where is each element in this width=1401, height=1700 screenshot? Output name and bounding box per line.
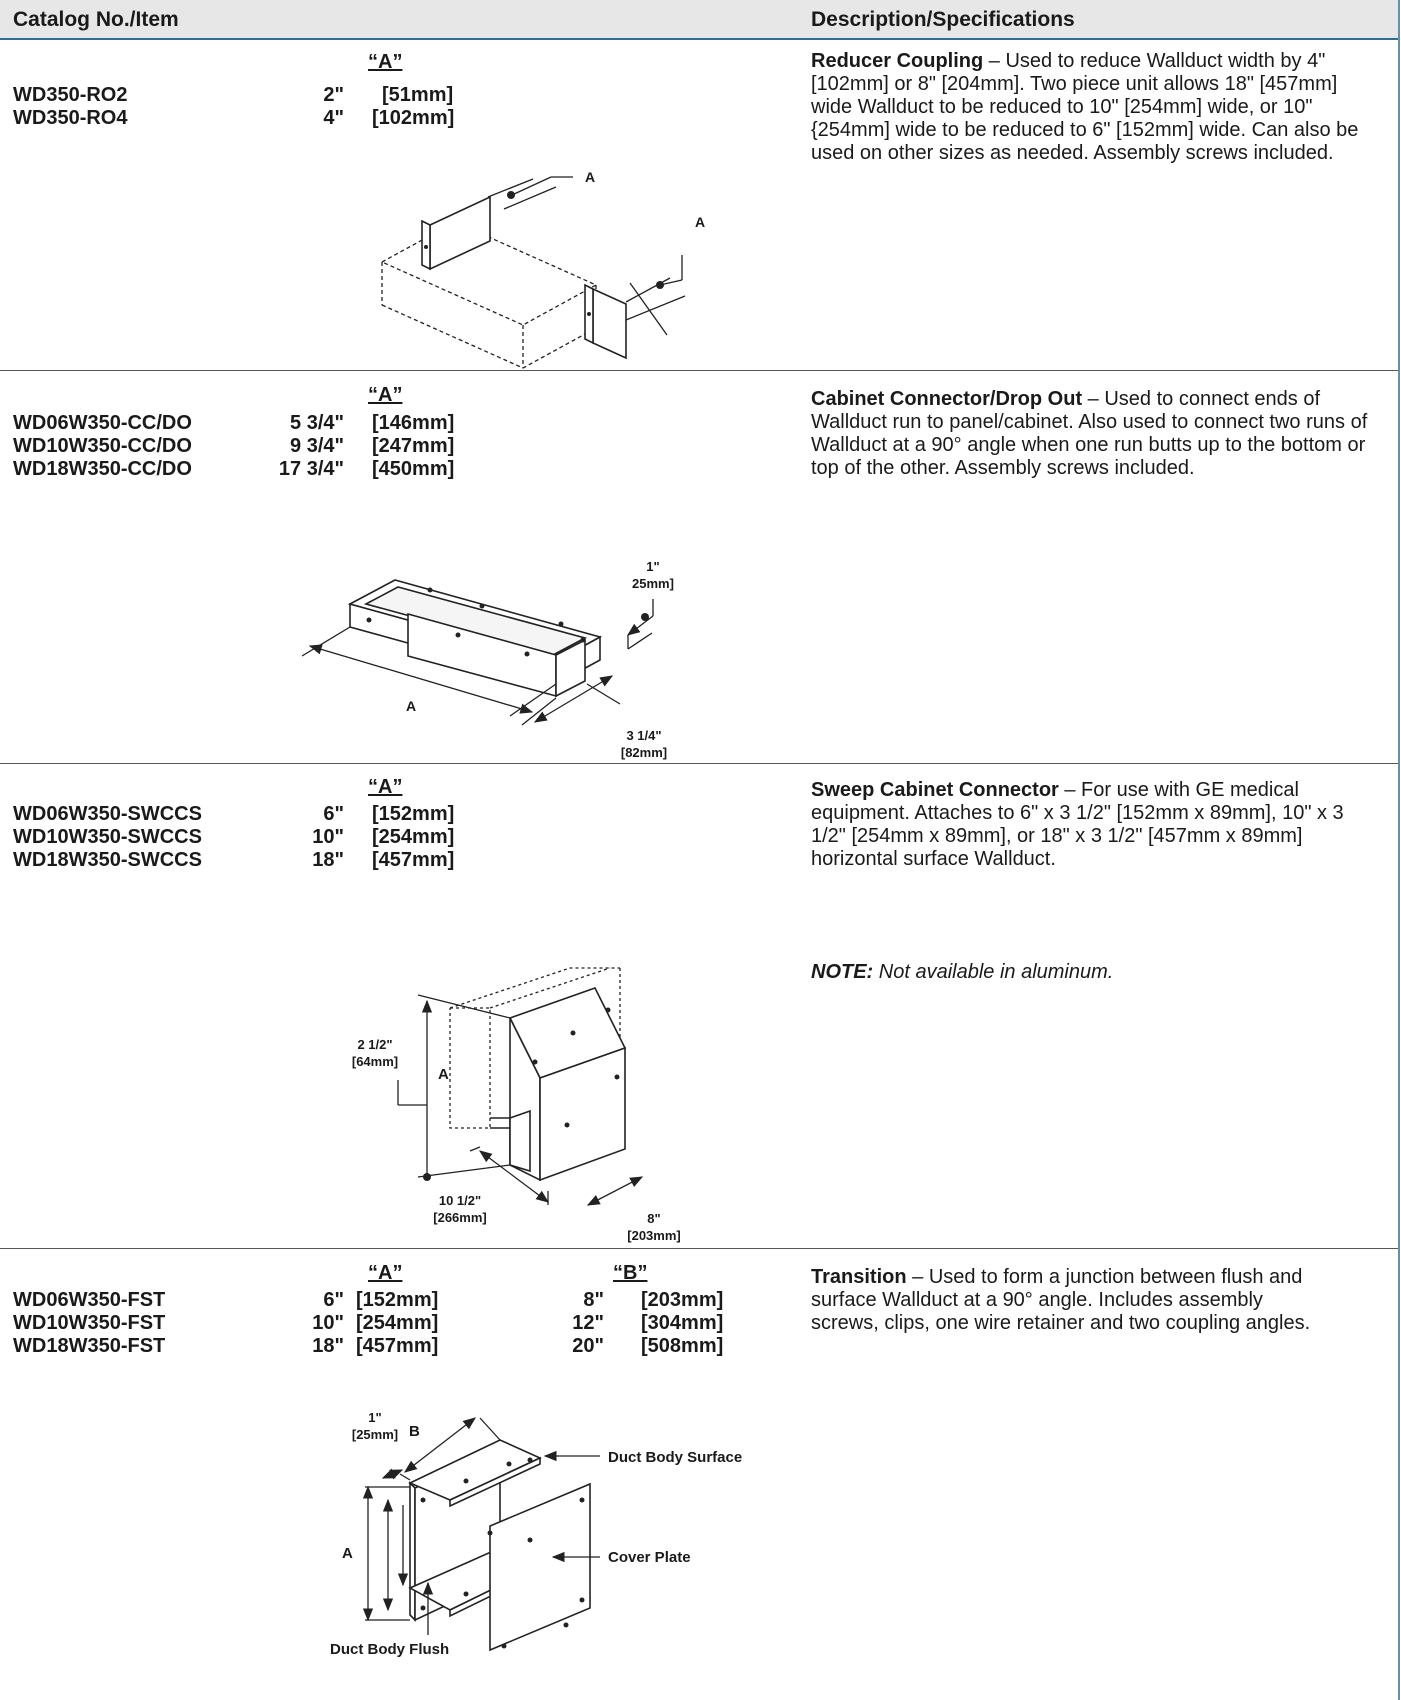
item-description: Transition – Used to form a junction bet… (811, 1266, 1331, 1335)
dim-1-inches: 2 1/2" (357, 1037, 392, 1052)
dim-b-inches: 8" (583, 1289, 604, 1311)
dim-a-inches: 9 3/4" (290, 435, 344, 457)
dim-a-inches: 5 3/4" (290, 412, 344, 434)
dim-3-mm: [203mm] (627, 1228, 680, 1243)
dim-1-inches: 1" (368, 1410, 381, 1425)
dim-a-inches: 10" (312, 826, 344, 848)
item-description-text: – Used to reduce Wallduct width by 4" [1… (811, 50, 1359, 164)
dim-a-mm: [146mm] (372, 412, 455, 434)
catalog-column-header: Catalog No./Item (13, 8, 179, 31)
catalog-code: WD350-RO4 (13, 107, 128, 129)
item-description: Reducer Coupling – Used to reduce Walldu… (811, 50, 1376, 165)
section-sweep-cabinet-connector: “A” WD06W350-SWCCS 6" [152mm] WD10W350-S… (0, 765, 1398, 1249)
dim-a-inches: 18" (312, 849, 344, 871)
item-description-text: – Used to form a junction between flush … (811, 1266, 1311, 1334)
dim-b-mm: [304mm] (641, 1312, 724, 1334)
dim-a-mm: [254mm] (372, 826, 455, 848)
column-b-header: “B” (613, 1262, 648, 1284)
catalog-code: WD18W350-CC/DO (13, 458, 192, 480)
sweep-cabinet-connector-diagram: 2 1/2" [64mm] A 10 1/2" [266mm] 8" [203m… (352, 967, 681, 1243)
duct-body-flush-label: Duct Body Flush (330, 1641, 449, 1658)
page-right-border (1398, 0, 1400, 1700)
description-column-header: Description/Specifications (811, 8, 1075, 31)
catalog-code: WD18W350-SWCCS (13, 849, 202, 871)
column-a-header: “A” (368, 51, 403, 73)
note-text: Not available in aluminum. (873, 961, 1114, 983)
dim-a-mm: [152mm] (372, 803, 455, 825)
dim-a-mm: [247mm] (372, 435, 455, 457)
dim-label-b: B (409, 1423, 420, 1440)
cabinet-connector-diagram: A 1" 25mm] 3 1/4" [82mm] (301, 559, 674, 760)
note: NOTE: Not available in aluminum. (811, 961, 1113, 984)
catalog-code: WD18W350-FST (13, 1335, 166, 1357)
catalog-code: WD10W350-CC/DO (13, 435, 192, 457)
column-a-header: “A” (368, 1262, 403, 1284)
dim-a-mm: [51mm] (382, 84, 454, 106)
dim-label-a: A (438, 1066, 449, 1083)
dim-1-inches: 1" (646, 559, 659, 574)
item-description: Sweep Cabinet Connector – For use with G… (811, 779, 1351, 871)
dim-b-mm: [203mm] (641, 1289, 724, 1311)
section-cabinet-connector: “A” WD06W350-CC/DO 5 3/4" [146mm] WD10W3… (0, 371, 1398, 764)
dim-label-a: A (406, 698, 416, 714)
dim-a-mm: [254mm] (356, 1312, 439, 1334)
item-description-text: – For use with GE medical equipment. Att… (811, 779, 1344, 870)
table-header: Catalog No./Item Description/Specificati… (0, 0, 1398, 40)
dim-a-inches: 2" (323, 84, 344, 106)
dim-a-inches: 10" (312, 1312, 344, 1334)
dim-3-inches: 8" (647, 1211, 660, 1226)
dim-2-inches: 10 1/2" (439, 1193, 481, 1208)
section-reducer-coupling: “A” WD350-RO2 2" [51mm] WD350-RO4 4" [10… (0, 40, 1398, 371)
duct-body-surface-label: Duct Body Surface (608, 1449, 742, 1466)
dim-1-mm: [25mm] (352, 1427, 398, 1442)
catalog-code: WD06W350-SWCCS (13, 803, 202, 825)
catalog-code: WD350-RO2 (13, 84, 128, 106)
dim-a-mm: [450mm] (372, 458, 455, 480)
item-title: Cabinet Connector/Drop Out (811, 388, 1083, 410)
section-transition: “A” “B” WD06W350-FST 6" [152mm] 8" [203m… (0, 1250, 1398, 1698)
dim-1-mm: [64mm] (352, 1054, 398, 1069)
dim-a-inches: 17 3/4" (278, 458, 344, 480)
transition-diagram: 1" [25mm] B A Duct Body Surface Cover Pl… (330, 1410, 742, 1658)
dim-a-inches: 6" (323, 1289, 344, 1311)
item-title: Transition (811, 1266, 907, 1288)
dim-b-mm: [508mm] (641, 1335, 724, 1357)
dim-a-inches: 4" (323, 107, 344, 129)
column-a-header: “A” (368, 776, 403, 798)
dim-2-mm: [266mm] (433, 1210, 486, 1225)
item-title: Reducer Coupling (811, 50, 984, 72)
dim-2-inches: 3 1/4" (626, 728, 661, 743)
item-title: Sweep Cabinet Connector (811, 779, 1059, 801)
dim-label-a: A (585, 169, 595, 185)
item-description-text: – Used to connect ends of Wallduct run t… (811, 388, 1368, 479)
dim-1-mm: 25mm] (632, 576, 674, 591)
dim-label-a: A (342, 1545, 353, 1562)
column-a-header: “A” (368, 384, 403, 406)
dim-a-mm: [152mm] (356, 1289, 439, 1311)
dim-label-a: A (695, 214, 705, 230)
dim-b-inches: 20" (572, 1335, 604, 1357)
catalog-code: WD06W350-CC/DO (13, 412, 192, 434)
catalog-code: WD06W350-FST (13, 1289, 166, 1311)
dim-2-mm: [82mm] (621, 745, 667, 760)
dim-b-inches: 12" (572, 1312, 604, 1334)
dim-a-inches: 18" (312, 1335, 344, 1357)
dim-a-inches: 6" (323, 803, 344, 825)
dim-a-mm: [457mm] (372, 849, 455, 871)
dim-a-mm: [457mm] (356, 1335, 439, 1357)
catalog-code: WD10W350-FST (13, 1312, 166, 1334)
item-description: Cabinet Connector/Drop Out – Used to con… (811, 388, 1376, 480)
cover-plate-label: Cover Plate (608, 1549, 691, 1566)
reducer-coupling-diagram: A A (381, 169, 705, 369)
catalog-code: WD10W350-SWCCS (13, 826, 202, 848)
dim-a-mm: [102mm] (372, 107, 455, 129)
note-label: NOTE: (811, 961, 874, 983)
